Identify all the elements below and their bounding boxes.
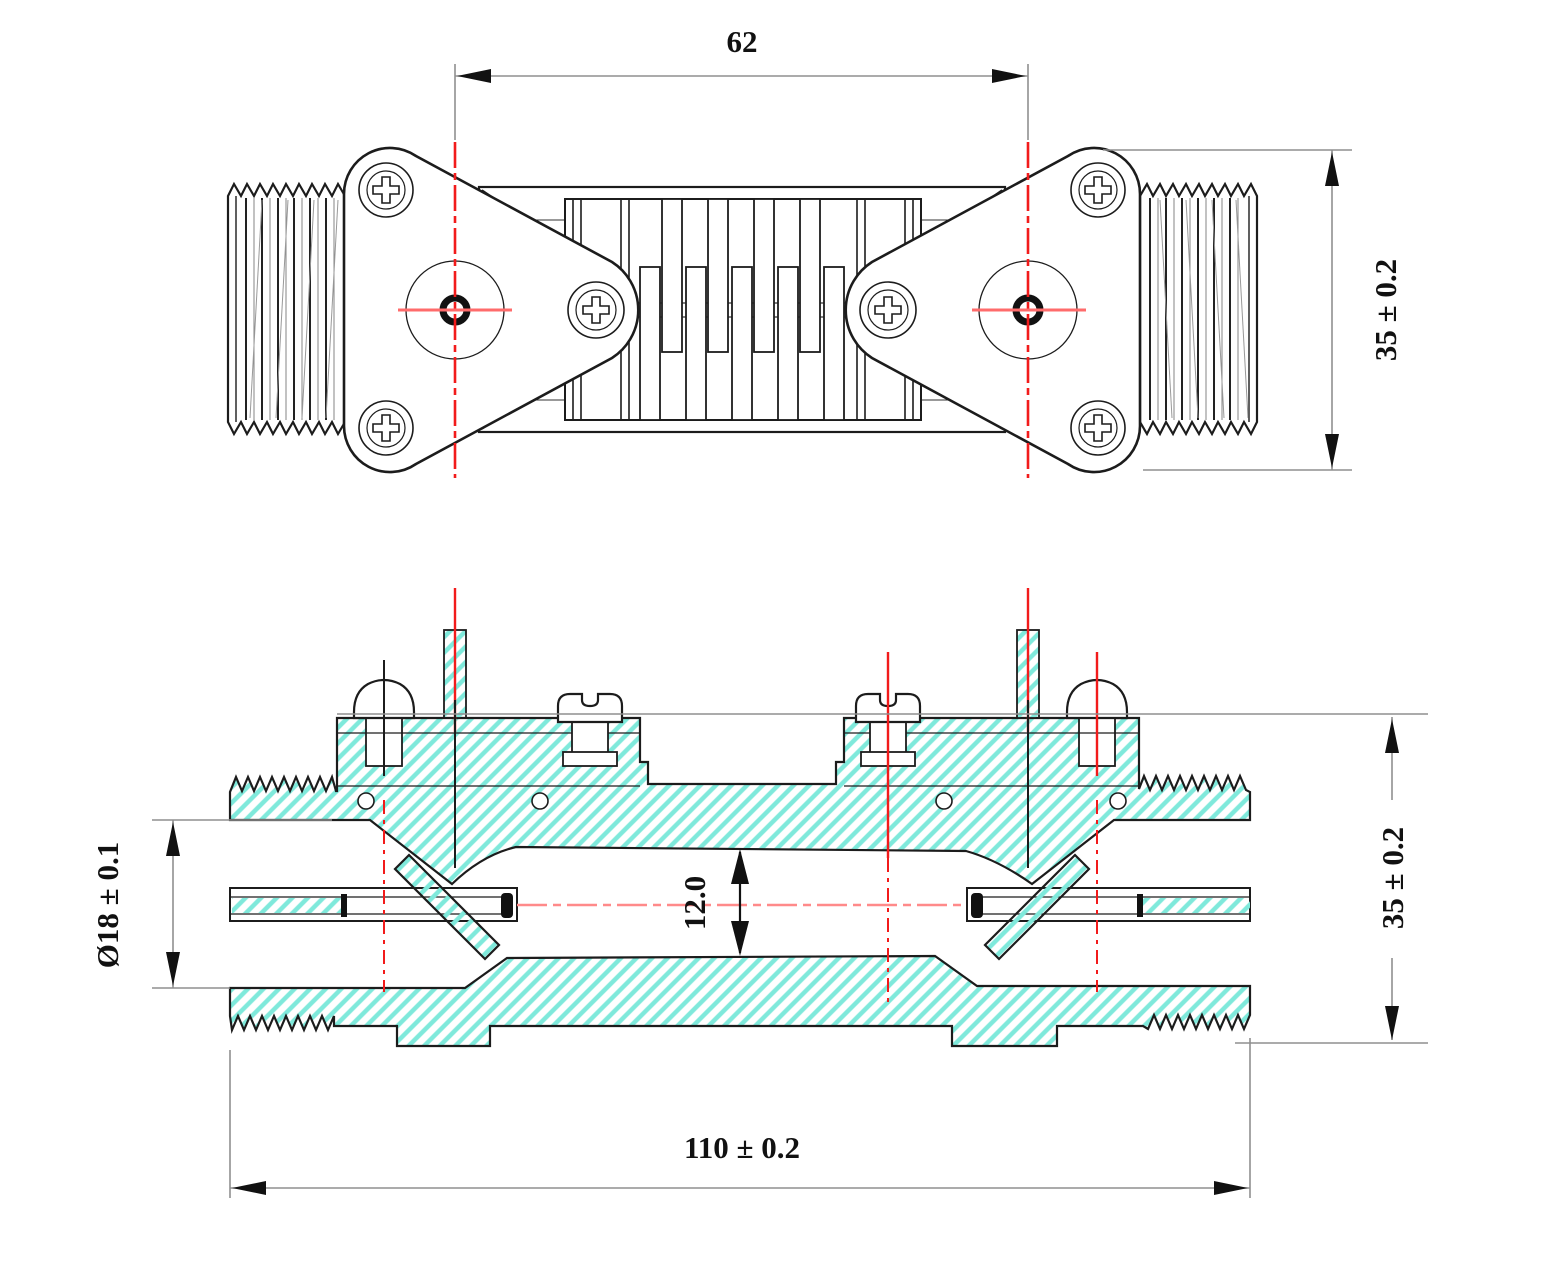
dim-label-bore: Ø18 ± 0.1: [90, 842, 125, 968]
dimension-35-section-view: 35 ± 0.2: [337, 713, 1428, 1044]
slotted-screw-left: [556, 692, 624, 767]
lower-body-section: [228, 954, 1252, 1048]
valve-blade-right: [983, 853, 1091, 961]
centerlines-section-view: [383, 588, 1099, 1008]
dim-label-length: 110 ± 0.2: [684, 1130, 800, 1165]
centerlines-top-view: [398, 142, 1086, 478]
dimension-62: 62: [454, 24, 1029, 140]
dimension-bore-diameter: Ø18 ± 0.1: [90, 819, 332, 989]
upper-body-section: [228, 716, 1252, 886]
right-thread-top-view: [1138, 181, 1259, 437]
dim-label-hole-spacing: 62: [727, 24, 758, 59]
phillips-screws: [358, 162, 1126, 456]
o-ring-seals: [357, 792, 1127, 810]
left-thread-top-view: [226, 181, 347, 437]
top-view: 62 35 ± 0.2: [226, 24, 1403, 478]
dimension-overall-length: 110 ± 0.2: [229, 1038, 1251, 1198]
dimension-35-top-view: 35 ± 0.2: [1103, 149, 1403, 471]
dim-label-channel: 12.0: [677, 876, 712, 930]
dim-label-height-section: 35 ± 0.2: [1375, 827, 1410, 929]
shaft-left: [229, 887, 518, 922]
section-view: Ø18 ± 0.1 12.0 35 ± 0.2 110 ± 0.2: [90, 588, 1428, 1198]
dim-label-height-top: 35 ± 0.2: [1368, 259, 1403, 361]
cooling-fins: [639, 198, 845, 421]
valve-blade-left: [393, 853, 501, 961]
shaft-right: [966, 887, 1251, 922]
dimension-channel-height: 12.0: [677, 849, 749, 956]
